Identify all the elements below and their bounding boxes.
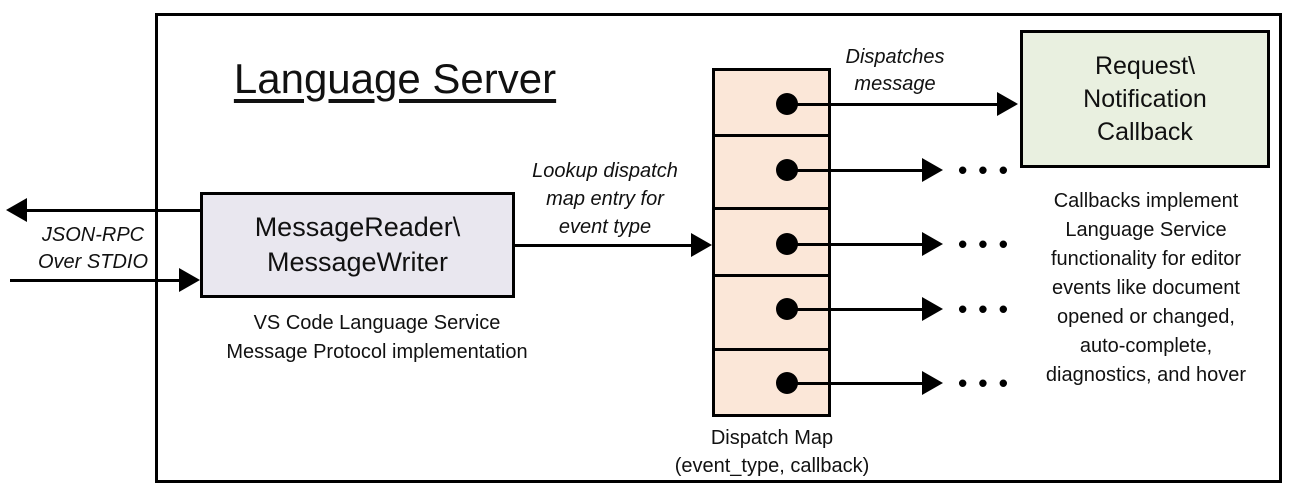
callback-box-line3: Callback xyxy=(1097,117,1193,146)
message-box-caption-line2: Message Protocol implementation xyxy=(226,341,528,363)
dispatch-arrow-line xyxy=(787,243,923,246)
ellipsis-icon: • • • xyxy=(958,229,1010,259)
message-box-caption: VS Code Language Service Message Protoco… xyxy=(207,309,547,367)
ellipsis-icon: • • • xyxy=(958,368,1010,398)
stdio-out-arrowhead-icon xyxy=(6,198,27,222)
dispatch-arrowhead-icon xyxy=(922,371,943,395)
callbacks-note: Callbacks implement Language Service fun… xyxy=(1014,187,1278,390)
dispatch-map-caption-line2: (event_type, callback) xyxy=(674,455,870,477)
dispatch-map-divider xyxy=(715,348,828,351)
json-rpc-label-line1: JSON-RPC xyxy=(41,224,145,246)
language-server-boundary-box xyxy=(155,13,1282,483)
dispatch-map-table xyxy=(712,68,831,417)
callbacks-note-line2: Language Service xyxy=(1065,219,1227,241)
dispatch-arrow-line xyxy=(787,169,923,172)
callbacks-note-line6: auto-complete, xyxy=(1079,335,1213,357)
callback-box-line1: Request\ xyxy=(1094,51,1196,80)
dispatch-map-divider xyxy=(715,274,828,277)
callbacks-note-line7: diagnostics, and hover xyxy=(1045,364,1247,386)
ellipsis-icon: • • • xyxy=(958,294,1010,324)
stdio-out-arrow-line xyxy=(22,209,200,212)
dispatch-map-caption: Dispatch Map (event_type, callback) xyxy=(650,424,894,480)
message-reader-writer-text: MessageReader\ MessageWriter xyxy=(255,210,461,280)
dispatch-map-caption-line1: Dispatch Map xyxy=(710,427,834,449)
message-reader-line: MessageReader\ xyxy=(254,212,461,242)
callback-box-text: Request\ Notification Callback xyxy=(1083,50,1207,149)
dispatches-message-label: Dispatches message xyxy=(832,44,958,98)
dispatch-map-divider xyxy=(715,134,828,137)
stdio-in-arrow-line xyxy=(10,279,182,282)
diagram-title: Language Server xyxy=(233,55,557,102)
message-reader-writer-box: MessageReader\ MessageWriter xyxy=(200,192,515,298)
callbacks-note-line4: events like document xyxy=(1052,277,1240,299)
dispatch-arrowhead-icon xyxy=(922,158,943,182)
lookup-arrow-line xyxy=(515,244,693,247)
dispatch-arrowhead-icon xyxy=(922,232,943,256)
callbacks-note-line5: opened or changed, xyxy=(1057,306,1235,328)
lookup-dispatch-label: Lookup dispatch map entry for event type xyxy=(512,157,698,241)
callback-box-line2: Notification xyxy=(1083,84,1207,113)
request-notification-callback-box: Request\ Notification Callback xyxy=(1020,30,1270,168)
json-rpc-label: JSON-RPC Over STDIO xyxy=(28,222,158,276)
dispatch-arrow-line xyxy=(787,103,999,106)
dispatch-arrowhead-icon xyxy=(997,92,1018,116)
message-writer-line: MessageWriter xyxy=(266,247,449,277)
stdio-in-arrowhead-icon xyxy=(179,268,200,292)
lookup-label-line2: map entry for xyxy=(546,188,664,210)
callbacks-note-line1: Callbacks implement xyxy=(1053,190,1239,212)
lookup-label-line3: event type xyxy=(558,216,652,238)
callbacks-note-line3: functionality for editor xyxy=(1050,248,1242,270)
ellipsis-icon: • • • xyxy=(958,155,1010,185)
lookup-arrowhead-icon xyxy=(691,233,712,257)
dispatch-map-divider xyxy=(715,207,828,210)
dispatch-arrow-line xyxy=(787,308,923,311)
json-rpc-label-line2: Over STDIO xyxy=(37,251,148,273)
message-box-caption-line1: VS Code Language Service xyxy=(253,312,501,334)
dispatches-label-line1: Dispatches xyxy=(845,46,945,68)
dispatch-arrow-line xyxy=(787,382,923,385)
dispatches-label-line2: message xyxy=(854,73,936,95)
lookup-label-line1: Lookup dispatch xyxy=(532,160,678,182)
dispatch-arrowhead-icon xyxy=(922,297,943,321)
